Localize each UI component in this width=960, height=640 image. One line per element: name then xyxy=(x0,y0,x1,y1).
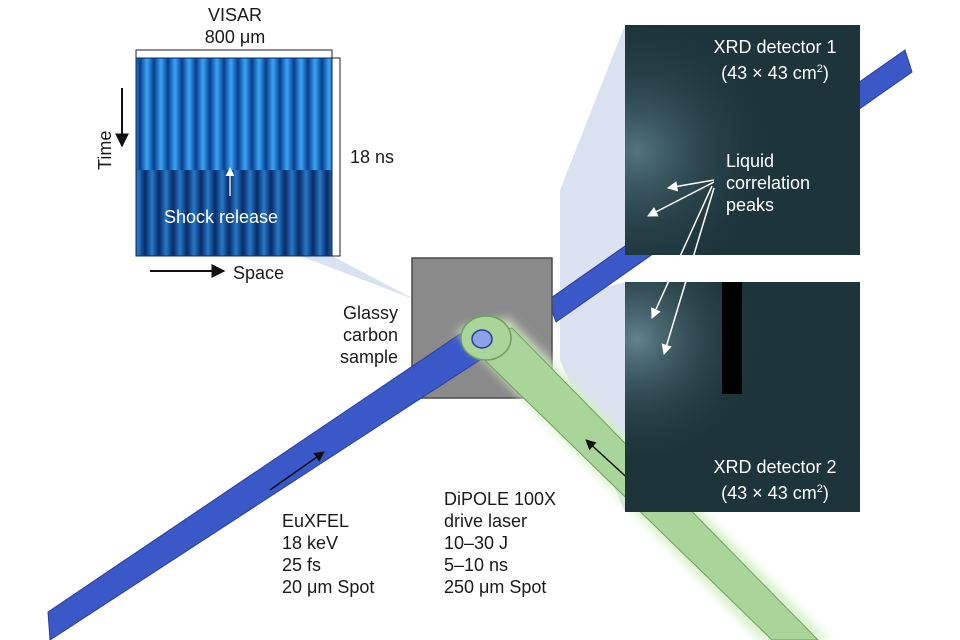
time-axis-label: Time xyxy=(95,130,115,170)
peak-arrow-1 xyxy=(666,179,715,192)
peak-arrow-3 xyxy=(651,185,713,319)
laser-line: DiPOLE 100X xyxy=(444,489,557,509)
detector1-label: XRD detector 1 (43 × 43 cm2) xyxy=(690,36,860,84)
laser-line: 10–30 J xyxy=(444,533,509,553)
laser-line: 5–10 ns xyxy=(444,555,509,575)
peaks-label-line: correlation xyxy=(726,173,811,193)
detector2-name: XRD detector 2 xyxy=(713,457,837,477)
space-axis-label: Space xyxy=(233,263,285,283)
visar-width-label: 800 μm xyxy=(204,27,266,47)
visar-duration-bracket xyxy=(332,57,341,257)
visar-image xyxy=(135,57,333,257)
peaks-label-line: Liquid xyxy=(726,151,775,171)
sample-label-line: sample xyxy=(339,347,398,367)
peaks-label: Liquid correlation peaks xyxy=(726,150,810,216)
detector1-projection xyxy=(560,25,625,290)
euxfel-line: 18 keV xyxy=(282,533,339,553)
euxfel-line: 20 μm Spot xyxy=(282,577,375,597)
visar-width-bracket xyxy=(135,49,333,58)
detector1-name: XRD detector 1 xyxy=(713,37,837,57)
peak-arrow-4 xyxy=(661,187,715,356)
detector2-size: (43 × 43 cm2) xyxy=(721,483,829,503)
xrd-detector-1 xyxy=(625,25,860,255)
xrd-detector-2 xyxy=(625,282,860,512)
laser-line: drive laser xyxy=(444,511,528,531)
euxfel-label: EuXFEL 18 keV 25 fs 20 μm Spot xyxy=(282,510,374,598)
laser-line: 250 μm Spot xyxy=(444,577,547,597)
xray-beam-incoming xyxy=(47,325,493,640)
detector1-size: (43 × 43 cm2) xyxy=(721,63,829,83)
sample-label-line: Glassy xyxy=(342,303,398,323)
beam-stop xyxy=(722,282,742,394)
detector2-label: XRD detector 2 (43 × 43 cm2) xyxy=(690,456,860,504)
euxfel-line: 25 fs xyxy=(282,555,322,575)
euxfel-line: EuXFEL xyxy=(282,511,350,531)
sample-label: Glassy carbon sample xyxy=(312,302,398,368)
shock-release-label: Shock release xyxy=(164,207,279,227)
visar-duration-label: 18 ns xyxy=(350,147,395,167)
laser-label: DiPOLE 100X drive laser 10–30 J 5–10 ns … xyxy=(444,488,556,598)
visar-title: VISAR xyxy=(207,5,263,25)
sample-label-line: carbon xyxy=(342,325,398,345)
xray-direction-arrow xyxy=(269,451,325,491)
peaks-label-line: peaks xyxy=(726,195,775,215)
peak-arrow-2 xyxy=(647,181,715,217)
